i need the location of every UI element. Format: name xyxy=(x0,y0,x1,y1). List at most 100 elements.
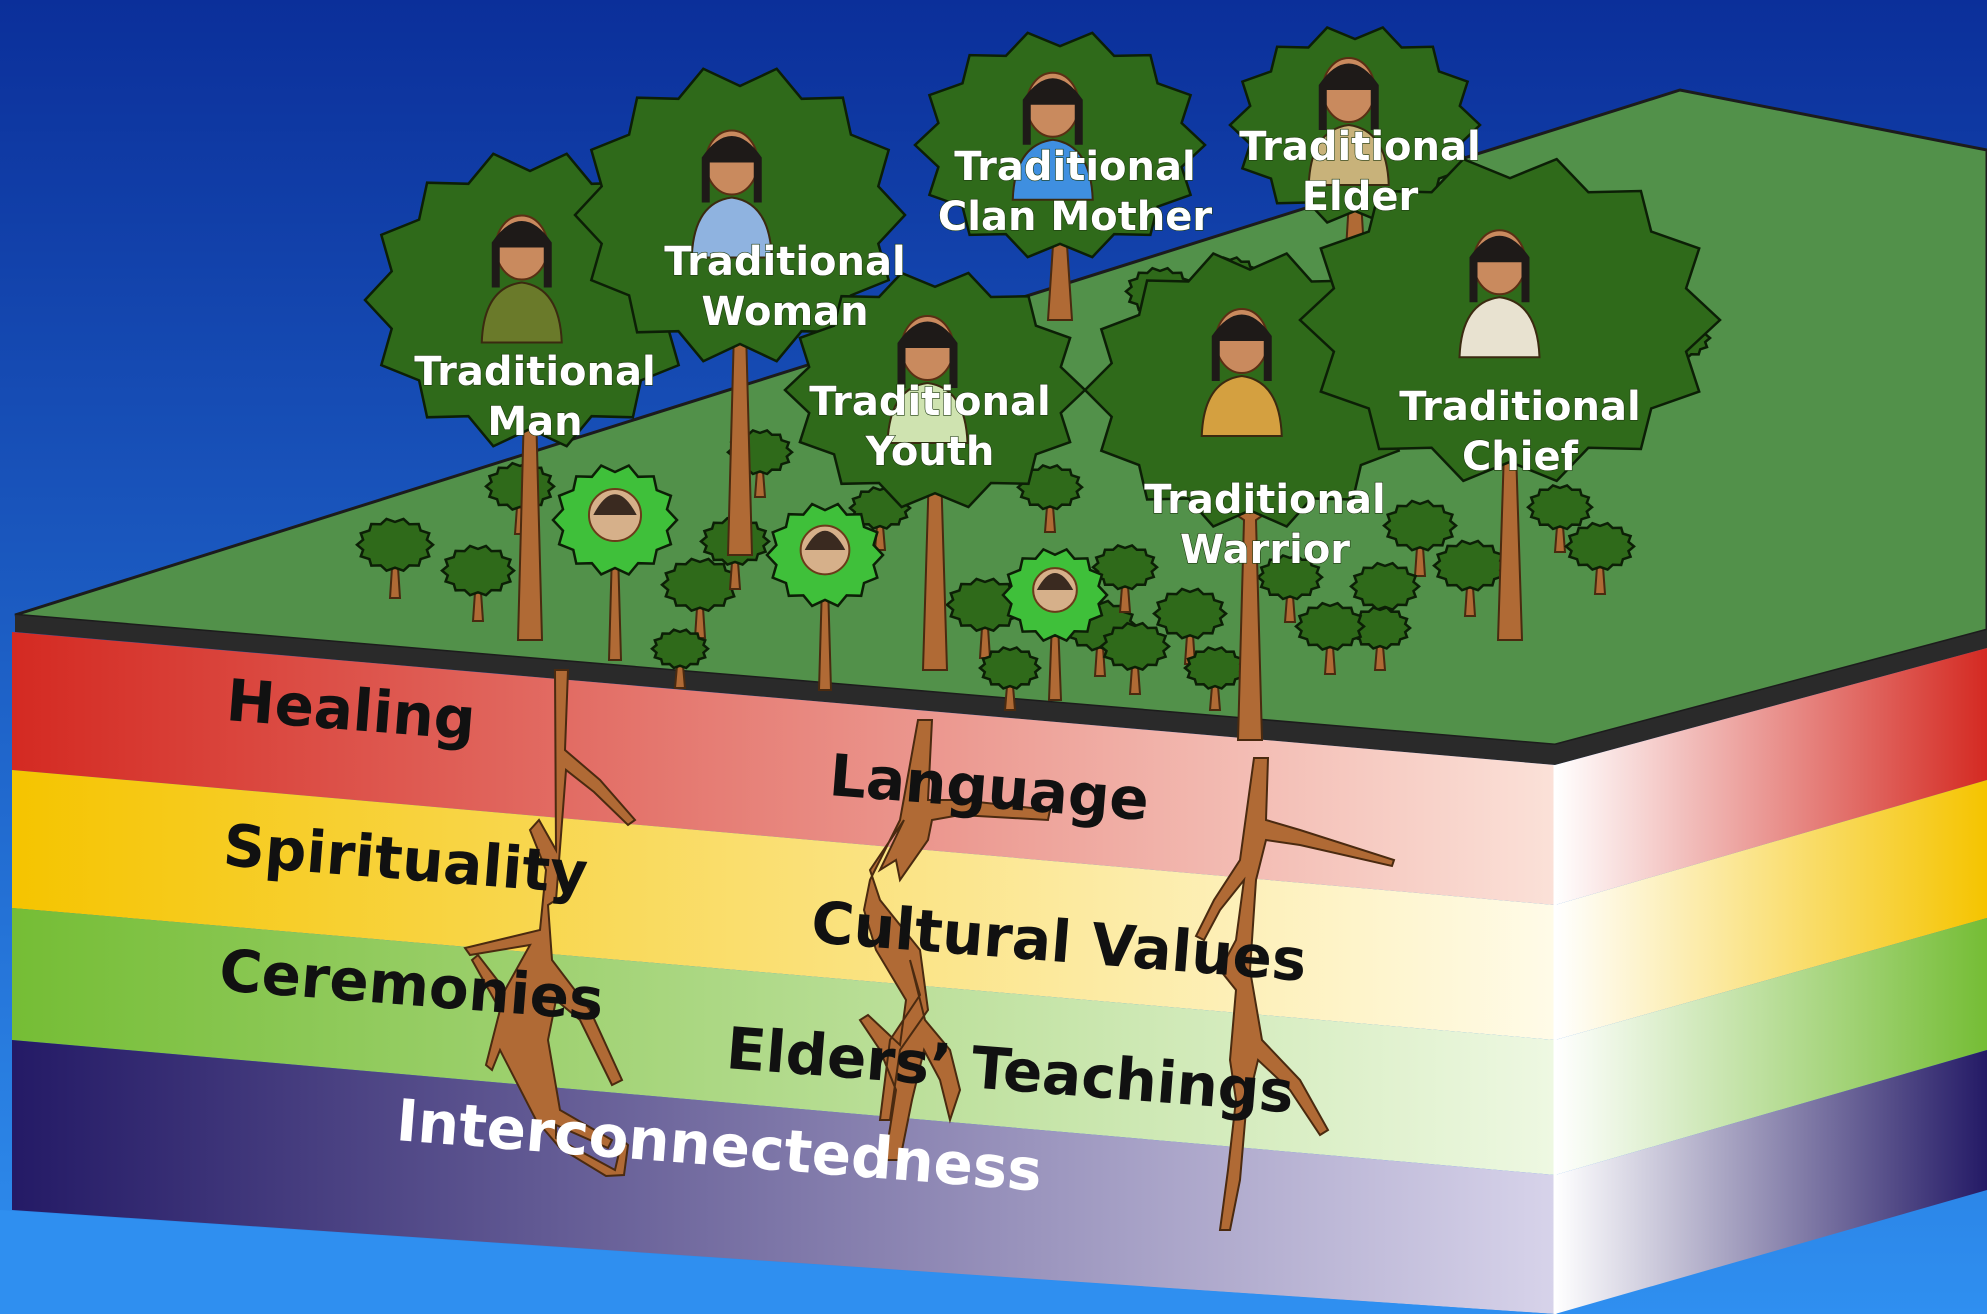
small-tree-canopy xyxy=(1099,621,1171,672)
tree-label-line: Chief xyxy=(1462,434,1579,480)
small-tree xyxy=(1564,521,1636,595)
small-tree xyxy=(1183,646,1247,711)
side-layer-green xyxy=(1555,918,1987,1175)
tree-label-line: Traditional xyxy=(1144,477,1385,523)
big-trees xyxy=(363,26,1722,741)
small-tree xyxy=(355,517,435,599)
small-tree-canopy xyxy=(1294,601,1366,652)
small-tree xyxy=(945,577,1025,659)
tree-label-line: Youth xyxy=(865,429,995,475)
tree-roots xyxy=(463,669,1396,1231)
small-tree xyxy=(660,557,740,639)
tree-elder xyxy=(1228,26,1482,301)
figure-body-chief xyxy=(1458,296,1541,359)
small-tree xyxy=(1099,621,1171,695)
small-tree-canopy xyxy=(355,517,435,573)
small-tree xyxy=(1016,463,1084,533)
root-2 xyxy=(858,719,1052,1161)
child-hair xyxy=(804,530,846,550)
tree-youth xyxy=(783,271,1087,671)
layer-yellow xyxy=(12,770,1555,1040)
figure-body-man xyxy=(480,281,563,344)
small-tree-canopy xyxy=(1564,521,1636,572)
tree-label-line: Warrior xyxy=(1180,527,1350,573)
small-tree xyxy=(1382,499,1458,577)
root-3 xyxy=(1194,757,1396,1231)
small-tree xyxy=(1294,601,1366,675)
figure-hair-man xyxy=(491,221,552,288)
small-tree xyxy=(1152,587,1228,665)
background-trees xyxy=(355,256,1712,711)
tree-label-line: Elder xyxy=(1302,174,1419,220)
root-1 xyxy=(463,669,637,1178)
small-tree xyxy=(1432,539,1508,617)
tree-chief xyxy=(1298,157,1722,641)
tree-label-line: Traditional xyxy=(414,349,655,395)
small-tree-canopy xyxy=(1183,646,1247,690)
small-tree xyxy=(978,646,1042,711)
small-tree-canopy xyxy=(1382,499,1458,552)
layer-red xyxy=(12,632,1555,905)
small-tree xyxy=(1091,543,1159,613)
tree-label-line: Traditional xyxy=(1399,384,1640,430)
small-tree xyxy=(440,544,516,622)
side-layer-red xyxy=(1555,648,1987,905)
child-tree xyxy=(1001,547,1109,701)
small-tree-canopy xyxy=(1016,463,1084,511)
small-tree-canopy xyxy=(650,628,710,670)
small-tree xyxy=(1526,483,1594,553)
small-tree-canopy xyxy=(1432,539,1508,592)
child-hair xyxy=(1036,573,1074,590)
small-tree-canopy xyxy=(978,646,1042,690)
child-hair xyxy=(593,494,637,515)
small-tree xyxy=(650,628,710,689)
tree-label-line: Clan Mother xyxy=(938,194,1212,240)
side-layer-purple xyxy=(1555,1050,1987,1314)
side-layer-yellow xyxy=(1555,780,1987,1040)
child-trees xyxy=(551,464,1109,701)
tree-woman xyxy=(573,67,907,556)
figure-body-elder xyxy=(1307,123,1390,186)
tree-label-line: Man xyxy=(487,399,582,445)
soil-layers-front xyxy=(12,632,1555,1314)
tree-label-line: Traditional xyxy=(1239,124,1480,170)
figure-hair-elder xyxy=(1318,63,1379,130)
tree-label-line: Traditional xyxy=(809,379,1050,425)
figure-body-warrior xyxy=(1200,374,1283,437)
soil-layers-side xyxy=(1553,648,1987,1314)
figure-body-woman xyxy=(690,196,773,259)
small-tree-canopy xyxy=(440,544,516,597)
figure-hair-warrior xyxy=(1211,314,1272,381)
tree-label-line: Woman xyxy=(701,289,868,335)
small-tree-canopy xyxy=(1152,587,1228,640)
small-tree-canopy xyxy=(1091,543,1159,591)
layer-green xyxy=(12,908,1555,1175)
figure-body-clan-mother xyxy=(1011,138,1094,201)
child-tree xyxy=(765,502,885,691)
tree-label-line: Traditional xyxy=(664,239,905,285)
figure-hair-woman xyxy=(701,136,762,203)
figure-body-youth xyxy=(886,381,969,444)
layer-purple xyxy=(12,1040,1555,1314)
small-tree-canopy xyxy=(945,577,1025,633)
figure-hair-youth xyxy=(897,321,958,388)
figure-hair-chief xyxy=(1469,235,1530,303)
child-tree xyxy=(551,464,679,661)
figure-hair-clan-mother xyxy=(1022,78,1083,145)
tree-clan-mother xyxy=(913,31,1207,321)
small-tree xyxy=(1348,606,1412,671)
tree-label-line: Traditional xyxy=(954,144,1195,190)
small-tree-canopy xyxy=(1526,483,1594,531)
water-bottom xyxy=(0,1210,1555,1314)
small-tree-canopy xyxy=(1349,561,1421,612)
